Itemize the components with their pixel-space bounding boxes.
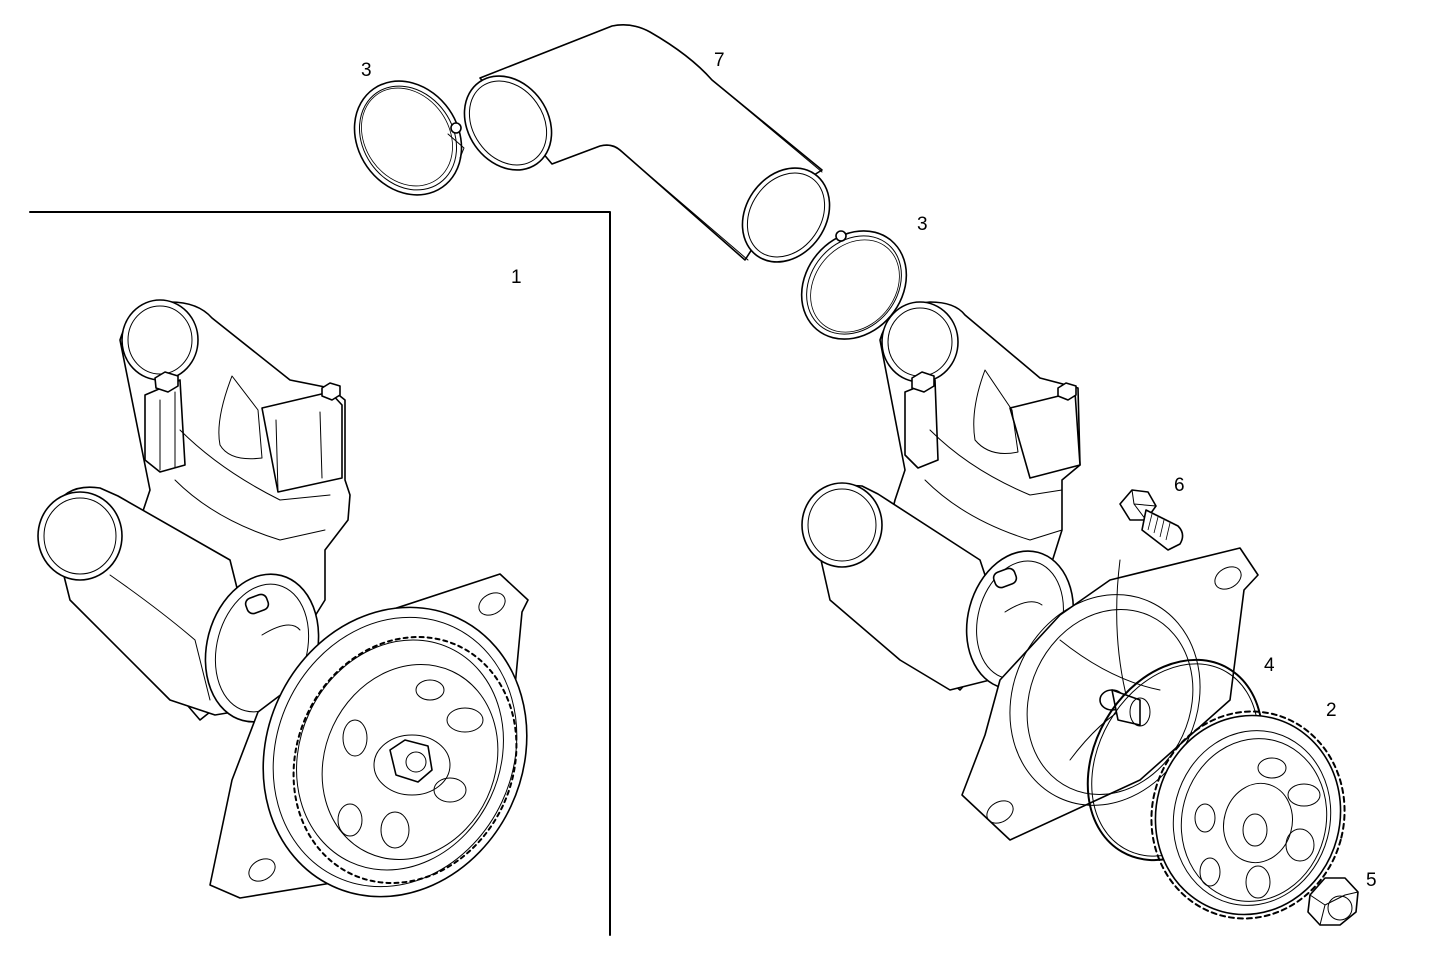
callout-5: 5 (1366, 870, 1377, 891)
drive-gear[interactable] (1128, 690, 1367, 941)
callout-3-upper: 3 (361, 60, 372, 81)
callout-6: 6 (1174, 475, 1185, 496)
pump-assembly-complete[interactable] (37, 299, 574, 940)
hose-clamp-upper[interactable] (333, 60, 484, 216)
callout-7: 7 (714, 50, 725, 71)
assembly-frame (29, 211, 611, 936)
hex-nut[interactable] (1307, 877, 1359, 926)
hose-clamp-lower[interactable] (780, 210, 928, 361)
pump-body[interactable] (801, 301, 1259, 841)
callout-2: 2 (1326, 700, 1337, 721)
elbow-hose[interactable] (447, 24, 848, 279)
callout-1: 1 (511, 267, 522, 288)
callout-4: 4 (1264, 655, 1275, 676)
callout-3-lower: 3 (917, 214, 928, 235)
hex-bolt[interactable] (1119, 489, 1184, 551)
